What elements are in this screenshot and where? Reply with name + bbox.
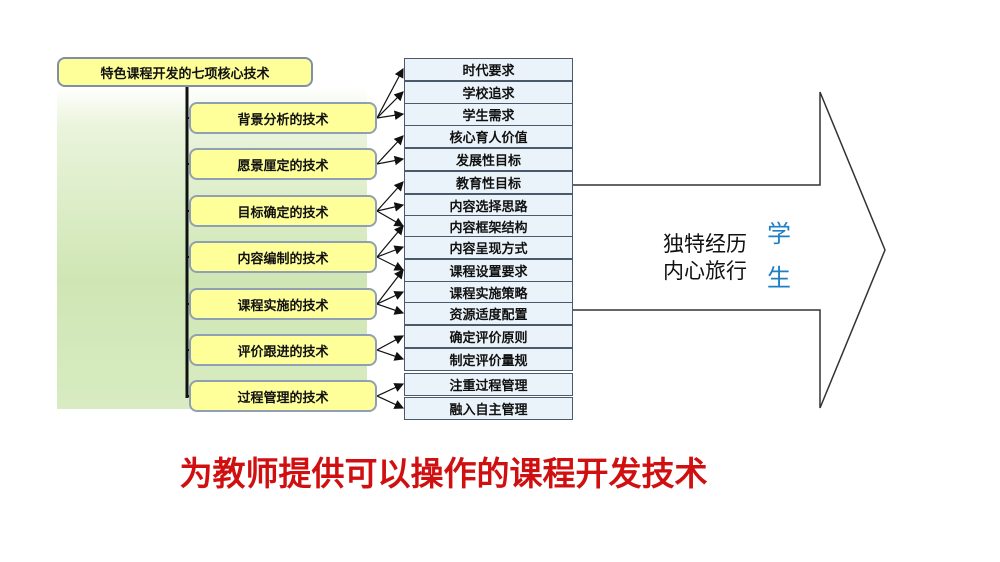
caption-text: 为教师提供可以操作的课程开发技术 — [179, 454, 708, 493]
item-box-12: 资源适度配置 — [404, 302, 573, 325]
connector-arrow — [376, 395, 405, 409]
connector-arrow — [376, 245, 405, 258]
technique-box-2: 愿景厘定的技术 — [189, 148, 377, 180]
item-box-2: 学校追求 — [404, 81, 573, 104]
item-box-9: 内容呈现方式 — [404, 236, 573, 259]
item-box-5: 发展性目标 — [404, 148, 573, 171]
item-box-7: 内容选择思路 — [404, 194, 573, 217]
item-box-15: 注重过程管理 — [404, 373, 573, 396]
connector-arrow — [376, 303, 405, 315]
item-box-4: 核心育人价值 — [404, 125, 573, 148]
connector-arrow — [376, 110, 405, 121]
technique-box-3: 目标确定的技术 — [189, 195, 377, 227]
connector-arrow — [376, 67, 404, 119]
item-box-14: 制定评价量规 — [404, 348, 573, 371]
item-box-8: 内容框架结构 — [404, 215, 573, 238]
item-box-6: 教育性目标 — [404, 171, 573, 194]
connector-arrow — [376, 225, 404, 258]
item-box-11: 课程实施策略 — [404, 281, 573, 304]
connector-arrow — [376, 383, 405, 397]
technique-box-1: 背景分析的技术 — [189, 102, 377, 134]
connector-arrow — [376, 181, 404, 212]
technique-box-4: 内容编制的技术 — [189, 241, 377, 273]
connector-arrow — [376, 349, 405, 361]
student-char-1: 学 — [767, 220, 791, 248]
technique-box-6: 评价跟进的技术 — [189, 334, 377, 366]
connector-arrow — [376, 91, 404, 119]
item-box-10: 课程设置要求 — [404, 259, 573, 282]
connector-arrow — [376, 135, 404, 165]
connector-arrow — [376, 155, 405, 166]
technique-box-5: 课程实施的技术 — [189, 288, 377, 320]
connector-arrow — [376, 291, 405, 305]
student-char-2: 生 — [767, 264, 791, 292]
result-text-line1: 独特经历 — [663, 232, 747, 256]
connector-arrow — [376, 202, 405, 212]
connector-arrow — [376, 256, 405, 271]
big-arrow-outline — [573, 91, 886, 409]
item-box-3: 学生需求 — [404, 103, 573, 126]
connector-arrow — [376, 335, 405, 351]
result-text-line2: 内心旅行 — [663, 259, 747, 283]
item-box-13: 确定评价原则 — [404, 325, 573, 348]
item-box-16: 融入自主管理 — [404, 397, 573, 420]
technique-box-7: 过程管理的技术 — [189, 380, 377, 412]
item-box-1: 时代要求 — [404, 58, 573, 81]
root-title-box: 特色课程开发的七项核心技术 — [57, 57, 313, 87]
connector-arrow — [376, 210, 405, 227]
connector-arrow — [376, 269, 404, 305]
